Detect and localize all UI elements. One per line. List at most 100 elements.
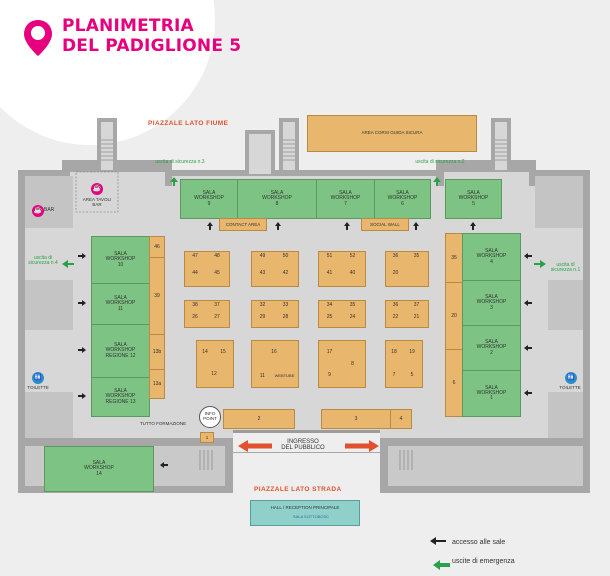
stand-19[interactable]: 19	[409, 349, 415, 355]
room-w14[interactable]: SALA WORKSHOP 14	[44, 446, 154, 492]
stand-11[interactable]: 11	[259, 373, 266, 379]
toilette-right-label: TOILETTE	[559, 385, 581, 390]
room-w7[interactable]: SALA WORKSHOP 7	[316, 179, 375, 219]
stand-34[interactable]: 34	[326, 302, 333, 308]
stand-38[interactable]: 38	[192, 302, 198, 308]
ingresso-label: INGRESSO DEL PUBBLICO	[281, 439, 325, 452]
stand-29[interactable]: 29	[259, 314, 266, 320]
room-w10[interactable]: SALA WORKSHOP 10	[91, 236, 150, 284]
stand-35[interactable]: 35	[413, 253, 420, 259]
legend-accesso: accesso alle sale	[452, 539, 506, 546]
stand-group-14-15	[196, 340, 234, 388]
stand-group-51-52	[318, 251, 366, 287]
stand-22[interactable]: 22	[392, 314, 399, 320]
exit-label-4: uscita di sicurezza n.4	[28, 255, 58, 267]
room-w4[interactable]: SALA WORKSHOP 4	[462, 233, 521, 281]
stand-35-right[interactable]: 35	[445, 233, 463, 283]
stand-37b[interactable]: 37	[413, 302, 420, 308]
toilette-left-label: TOILETTE	[27, 385, 49, 390]
stand-14[interactable]: 14	[202, 349, 208, 355]
room-w5[interactable]: SALA WORKSHOP 5	[445, 179, 502, 219]
room-w6[interactable]: SALA WORKSHOP 6	[374, 179, 431, 219]
room-w8[interactable]: SALA WORKSHOP 8	[237, 179, 317, 219]
stand-36[interactable]: 36	[392, 253, 399, 259]
stand-group-47-48	[184, 251, 230, 287]
contact-area[interactable]: CONTACT AREA	[219, 218, 267, 231]
stand-44[interactable]: 44	[192, 270, 198, 276]
info-point[interactable]: INFO POINT	[199, 406, 221, 428]
stand-group-16-11	[251, 340, 299, 388]
stand-12[interactable]: 12	[211, 371, 217, 377]
stand-group-32-33	[251, 300, 299, 328]
toilet-icon: 🚻	[32, 372, 44, 384]
room-w13[interactable]: SALA WORKSHOP REGIONE 13	[91, 377, 150, 417]
stand-36b[interactable]: 36	[392, 302, 399, 308]
stand-1[interactable]: 1	[200, 432, 214, 443]
stand-3[interactable]: 3	[321, 409, 391, 429]
stand-26[interactable]: 26	[192, 314, 198, 320]
stand-50[interactable]: 50	[282, 253, 289, 259]
stand-48[interactable]: 48	[214, 253, 220, 259]
stand-group-34-35	[318, 300, 366, 328]
stand-13b[interactable]: 13b	[149, 334, 165, 370]
sala-sotto-label: SALA SOTTOBOSC	[292, 514, 330, 519]
legend-uscite: uscite di emergenza	[452, 558, 515, 565]
area-tavoli-label: AREA TAVOLI BAR	[82, 197, 112, 207]
stand-20-right[interactable]: 20	[445, 282, 463, 350]
stand-32[interactable]: 32	[259, 302, 266, 308]
room-w12[interactable]: SALA WORKSHOP REGIONE 12	[91, 324, 150, 378]
stand-15[interactable]: 15	[220, 349, 226, 355]
stand-25[interactable]: 25	[326, 314, 333, 320]
stand-52[interactable]: 52	[349, 253, 356, 259]
room-w2[interactable]: SALA WORKSHOP 2	[462, 325, 521, 371]
stand-group-18-19	[385, 340, 423, 388]
stand-45[interactable]: 45	[214, 270, 220, 276]
stand-37[interactable]: 37	[214, 302, 220, 308]
stand-33[interactable]: 33	[282, 302, 289, 308]
room-w3[interactable]: SALA WORKSHOP 3	[462, 280, 521, 326]
stand-49[interactable]: 49	[259, 253, 266, 259]
stand-17[interactable]: 17	[326, 349, 333, 355]
stand-39[interactable]: 39	[149, 257, 165, 335]
room-w1[interactable]: SALA WORKSHOP 1	[462, 370, 521, 417]
stand-8[interactable]: 8	[351, 361, 354, 367]
stand-7[interactable]: 7	[392, 372, 396, 378]
hall-reception[interactable]: HALL / RECEPTION PRINCIPALE SALA SOTTOBO…	[250, 500, 360, 526]
stand-13a[interactable]: 13a	[149, 369, 165, 399]
stand-41[interactable]: 41	[326, 270, 333, 276]
stand-9[interactable]: 9	[328, 372, 331, 378]
stand-4[interactable]: 4	[390, 409, 412, 429]
room-w9[interactable]: SALA WORKSHOP 9	[180, 179, 238, 219]
stand-group-36b-37b	[385, 300, 429, 328]
coffee-icon: ☕	[32, 205, 44, 217]
tutto-formazione-label: TUTTO FORMAZIONE	[139, 421, 187, 426]
map-pin-icon	[24, 20, 52, 56]
piazzale-strada-label: PIAZZALE LATO STRADA	[254, 486, 342, 493]
stand-6[interactable]: 6	[445, 349, 463, 417]
stand-group-17-8	[318, 340, 366, 388]
stand-24[interactable]: 24	[349, 314, 356, 320]
webtube[interactable]: WEBTUBE	[274, 373, 295, 378]
stand-2[interactable]: 2	[223, 409, 295, 429]
stand-18[interactable]: 18	[391, 349, 397, 355]
stand-40[interactable]: 40	[349, 270, 356, 276]
stand-21[interactable]: 21	[413, 314, 420, 320]
stand-47[interactable]: 47	[192, 253, 198, 259]
social-wall[interactable]: SOCIAL WALL	[361, 218, 409, 231]
stand-16[interactable]: 16	[271, 349, 277, 355]
exit-label-1: uscita di sicurezza n.1	[550, 262, 581, 274]
stand-51[interactable]: 51	[326, 253, 333, 259]
toilet-icon: 🚻	[565, 372, 577, 384]
stand-46[interactable]: 46	[149, 236, 165, 258]
area-corsi[interactable]: AREA CORSI GUIDA SICURA	[307, 115, 477, 152]
stand-20[interactable]: 20	[392, 270, 399, 276]
stand-35b[interactable]: 35	[349, 302, 356, 308]
stand-28[interactable]: 28	[282, 314, 289, 320]
stand-group-38-37	[184, 300, 230, 328]
stand-27[interactable]: 27	[214, 314, 220, 320]
stand-43[interactable]: 43	[259, 270, 266, 276]
stand-42[interactable]: 42	[282, 270, 289, 276]
room-w11[interactable]: SALA WORKSHOP 11	[91, 283, 150, 325]
stand-5[interactable]: 5	[410, 372, 414, 378]
